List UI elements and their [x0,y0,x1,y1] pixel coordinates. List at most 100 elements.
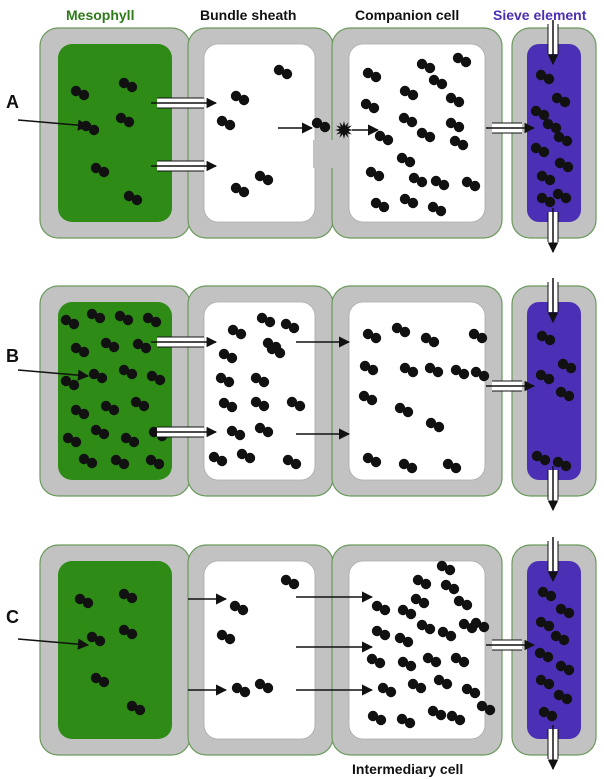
molecule-icon [398,458,418,474]
molecule-icon [535,369,555,385]
molecule-icon [427,201,447,217]
arrow-icon [17,369,90,381]
molecule-icon [254,170,274,186]
molecule-icon [230,182,250,198]
molecule-icon [397,656,417,672]
molecule-icon [115,112,135,128]
molecule-icon [450,364,470,380]
vertical-channel-arrow-icon [547,466,559,512]
molecule-icon [146,370,166,386]
molecule-icon [132,338,152,354]
row-label-a: A [6,92,19,112]
molecule-icon [60,314,80,330]
bundle-sheath-cell [203,560,316,740]
arrow-icon [17,638,90,650]
molecule-icon [236,448,256,464]
molecule-icon [250,372,270,388]
mesophyll-cell [58,561,172,739]
molecule-icon [427,705,447,721]
molecule-icon [216,115,236,131]
molecule-icon [74,593,94,609]
molecule-icon [399,85,419,101]
molecule-icon [86,631,106,647]
molecule-icon [408,172,428,188]
molecule-icon [282,454,302,470]
molecule-icon [557,358,577,374]
molecule-icon [453,595,473,611]
molecule-icon [416,619,436,635]
molecule-icon [90,162,110,178]
channel-arrow-icon [151,426,218,438]
molecule-icon [422,652,442,668]
molecule-icon [399,193,419,209]
molecule-icon [286,396,306,412]
molecule-icon [216,629,236,645]
molecule-icon [394,402,414,418]
molecule-icon [130,396,150,412]
mesophyll-cell [58,44,172,222]
molecule-icon [311,117,331,133]
molecule-icon [90,424,110,440]
molecule-icon [535,674,555,690]
molecule-icon [362,67,382,83]
molecule-icon [62,432,82,448]
molecule-icon [554,157,574,173]
molecule-icon [437,626,457,642]
channel-arrow-icon [151,336,218,348]
molecule-icon [536,330,556,346]
molecule-icon [445,92,465,108]
molecule-icon [445,117,465,133]
molecule-icon [470,617,490,633]
molecule-icon [461,683,481,699]
molecule-icon [118,624,138,640]
molecule-icon [359,360,379,376]
molecule-icon [100,337,120,353]
molecule-icon [425,417,445,433]
channel-arrow-icon [486,122,536,134]
molecule-icon [433,674,453,690]
molecule-icon [535,616,555,632]
molecule-icon [430,175,450,191]
molecule-icon [555,603,575,619]
molecule-icon [142,312,162,328]
molecule-icon [365,166,385,182]
molecule-icon [416,58,436,74]
molecule-icon [391,322,411,338]
molecule-icon [362,452,382,468]
molecule-icon [360,98,380,114]
molecule-icon [407,678,427,694]
molecule-icon [118,77,138,93]
molecule-icon [428,74,448,90]
molecule-icon [534,647,554,663]
molecule-icon [371,600,391,616]
molecule-icon [215,372,235,388]
molecule-icon [412,574,432,590]
molecule-icon [398,112,418,128]
molecule-icon [118,588,138,604]
molecule-icon [461,176,481,192]
molecule-icon [394,632,414,648]
molecule-icon [114,310,134,326]
row-label-b: B [6,346,19,366]
molecule-icon [377,682,397,698]
molecule-icon [552,188,572,204]
header-sieve-element: Sieve element [493,7,587,23]
molecule-icon [397,604,417,620]
molecule-icon [254,678,274,694]
molecule-icon [70,85,90,101]
plasmodesma-gap [313,140,333,168]
molecule-icon [90,672,110,688]
molecule-icon [553,689,573,705]
molecule-icon [538,706,558,722]
row-c [17,537,597,771]
molecule-icon [70,404,90,420]
molecule-icon [535,69,555,85]
molecule-icon [399,362,419,378]
molecule-icon [555,386,575,402]
molecule-icon [536,170,556,186]
molecule-icon [254,422,274,438]
molecule-icon [410,593,430,609]
bundle-sheath-cell [203,43,316,223]
molecule-icon [530,142,550,158]
